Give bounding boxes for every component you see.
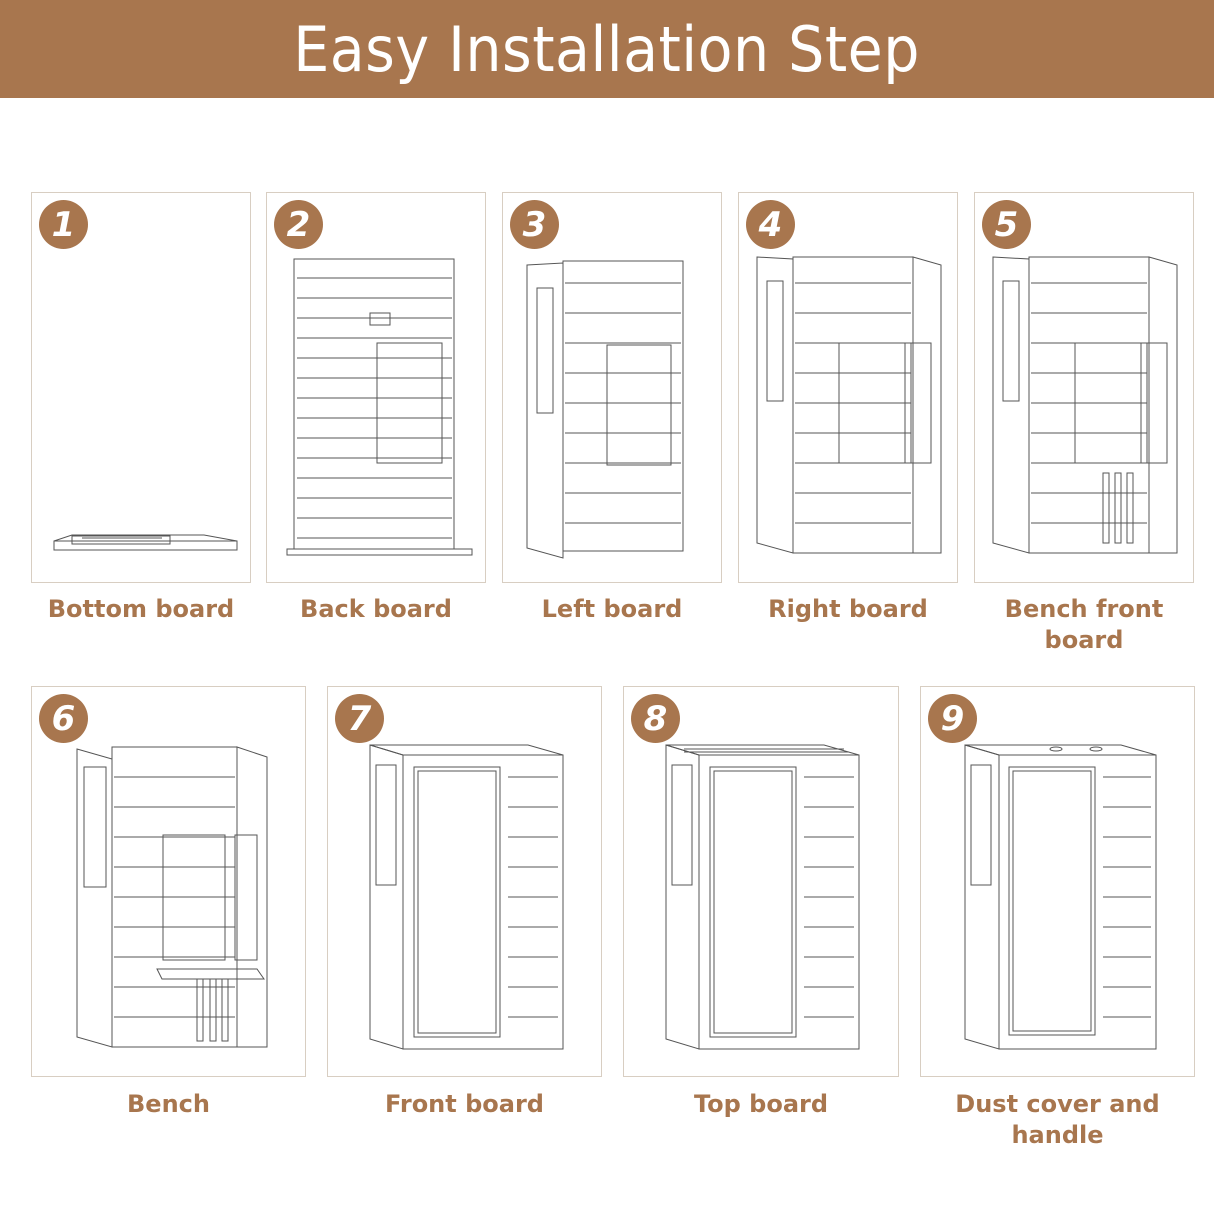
step-card-8: 8 [623, 686, 899, 1077]
step-label-4: Right board [768, 595, 928, 623]
step-number-badge: 7 [335, 694, 384, 743]
step-card-9: 9 [920, 686, 1195, 1077]
bottom-board-illustration [53, 534, 238, 551]
step-card-1: 1 [31, 192, 251, 583]
step-label-8: Top board [693, 1090, 829, 1118]
step-number-badge: 6 [39, 694, 88, 743]
step-number-badge: 2 [274, 200, 323, 249]
step-card-6: 6 [31, 686, 306, 1077]
left-board-illustration [526, 260, 684, 559]
step-label-5: Bench front board [1004, 595, 1164, 654]
step-number-badge: 4 [746, 200, 795, 249]
step-card-4: 4 [738, 192, 958, 583]
step-card-3: 3 [502, 192, 722, 583]
step-card-2: 2 [266, 192, 486, 583]
step-number-badge: 8 [631, 694, 680, 743]
step-label-6: Bench [127, 1090, 210, 1118]
step-card-7: 7 [327, 686, 602, 1077]
step-number-badge: 9 [928, 694, 977, 743]
bench-illustration [76, 746, 268, 1048]
step-label-2: Back board [300, 595, 452, 623]
step-label-9: Dust cover and handle [955, 1090, 1160, 1149]
top-board-illustration [665, 744, 860, 1050]
right-board-illustration [756, 256, 942, 554]
step-number-badge: 1 [39, 200, 88, 249]
step-label-7: Front board [385, 1090, 544, 1118]
step-card-5: 5 [974, 192, 1194, 583]
step-label-3: Left board [541, 595, 683, 623]
page-title: Easy Installation Step [293, 12, 921, 86]
bench-front-board-illustration [992, 256, 1178, 554]
back-board-illustration [286, 258, 473, 556]
dust-cover-and-handle-illustration [964, 744, 1157, 1050]
step-number-badge: 5 [982, 200, 1031, 249]
front-board-illustration [369, 744, 564, 1050]
header-banner: Easy Installation Step [0, 0, 1214, 98]
step-number-badge: 3 [510, 200, 559, 249]
step-label-1: Bottom board [47, 595, 235, 623]
